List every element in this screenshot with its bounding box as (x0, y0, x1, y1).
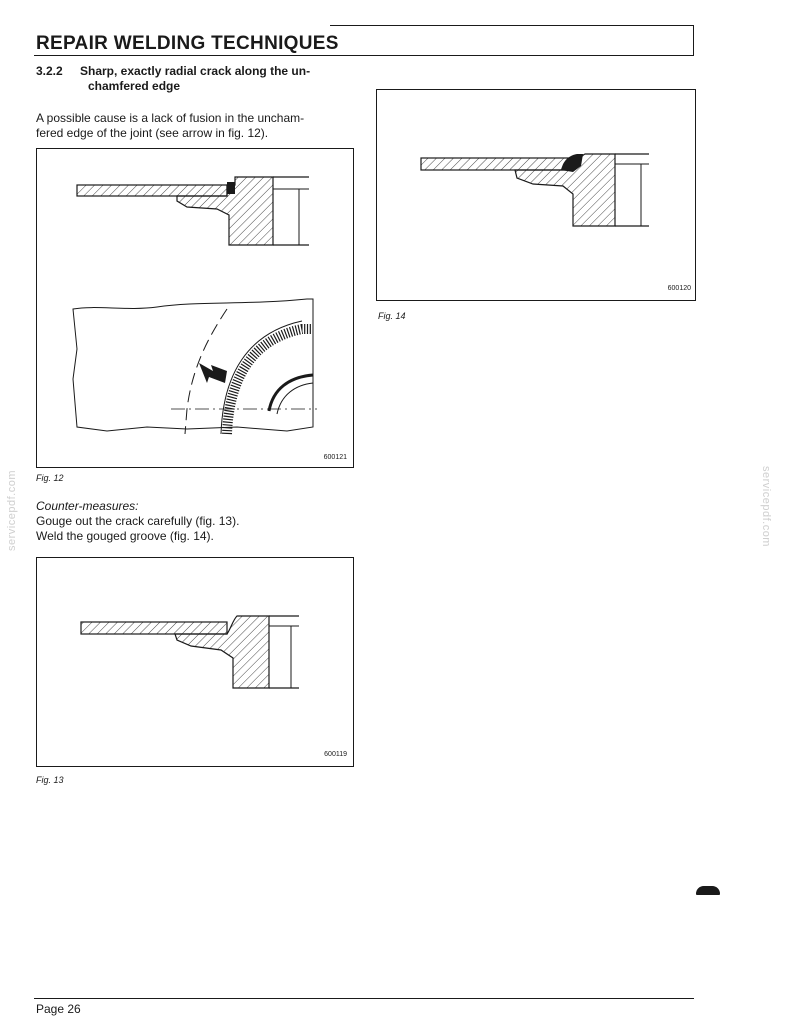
section-title-line-1: Sharp, exactly radial crack along the un… (80, 64, 311, 78)
figure-13-drawing (80, 615, 299, 689)
figure-13-code: 600119 (324, 751, 347, 758)
figure-13-caption: Fig. 13 (36, 775, 64, 785)
section-number: 3.2.2 (36, 64, 63, 78)
margin-marker (696, 886, 720, 895)
counter-measures-line-1: Gouge out the crack carefully (fig. 13). (36, 514, 240, 528)
counter-measures-heading: Counter-measures: (36, 499, 139, 513)
page-header-title: REPAIR WELDING TECHNIQUES (36, 33, 339, 54)
figure-14: 600120 (376, 89, 696, 301)
page-number: Page 26 (36, 1002, 81, 1016)
figure-12-caption: Fig. 12 (36, 473, 64, 483)
watermark-right: servicepdf.com (760, 466, 772, 547)
counter-measures: Counter-measures: Gouge out the crack ca… (36, 499, 356, 544)
figure-12-code: 600121 (323, 454, 347, 461)
watermark-left: servicepdf.com (6, 470, 18, 551)
footer-rule (34, 998, 694, 999)
counter-measures-line-2: Weld the gouged groove (fig. 14). (36, 529, 214, 543)
figure-14-caption: Fig. 14 (378, 311, 406, 321)
figure-13: 600119 (36, 557, 354, 767)
intro-line-2: fered edge of the joint (see arrow in fi… (36, 126, 269, 140)
section-title: Sharp, exactly radial crack along the un… (80, 64, 360, 94)
figure-14-drawing (420, 153, 649, 227)
intro-line-1: A possible cause is a lack of fusion in … (36, 111, 305, 125)
header-rule-top (330, 25, 694, 26)
header-rule-right-tick (693, 25, 694, 56)
figure-14-code: 600120 (667, 285, 691, 292)
intro-paragraph: A possible cause is a lack of fusion in … (36, 111, 356, 141)
section-title-line-2: chamfered edge (88, 79, 181, 93)
header-rule (34, 55, 694, 56)
figure-12-drawing (72, 176, 317, 435)
figure-12: 600121 (36, 148, 354, 468)
